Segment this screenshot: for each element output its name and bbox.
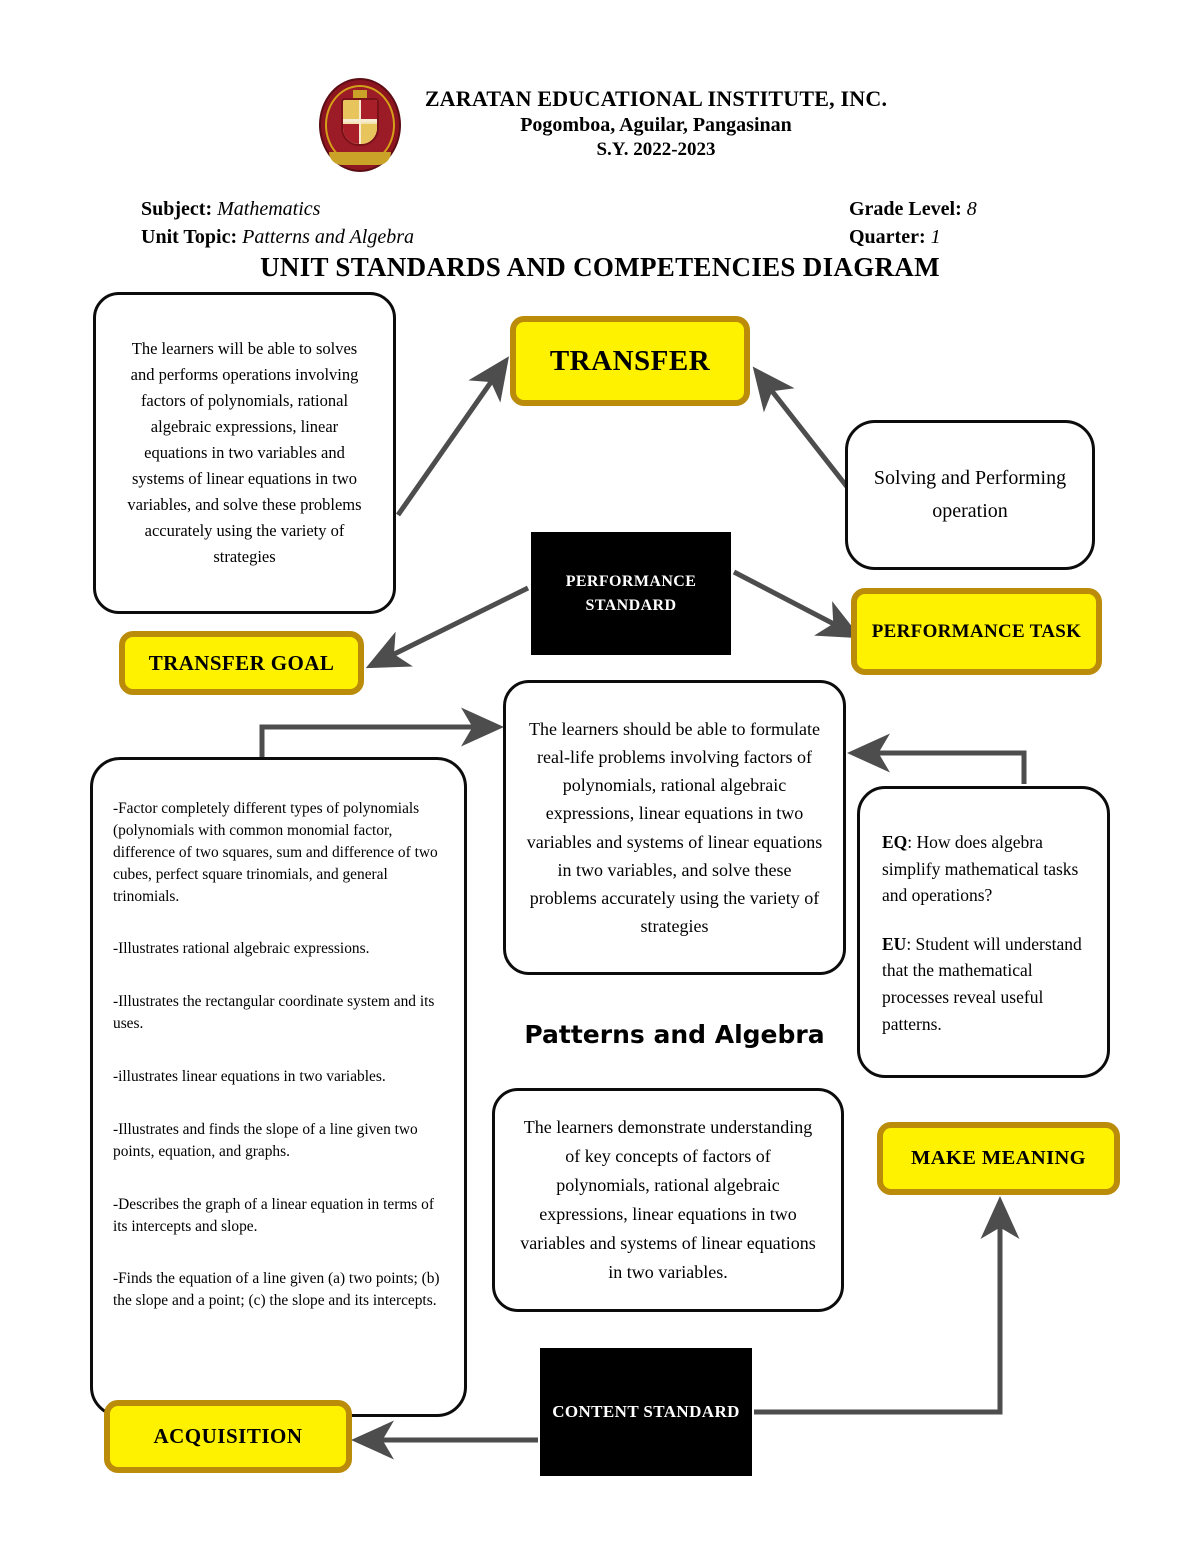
arrow-solving-to-transfer xyxy=(752,366,850,490)
make-meaning-label: MAKE MEANING xyxy=(910,1147,1087,1169)
transfer-goal-label: TRANSFER GOAL xyxy=(148,650,335,675)
meta-subject-label: Subject: xyxy=(141,198,213,220)
list-item: -Describes the graph of a linear equatio… xyxy=(113,1195,434,1235)
list-item: -Illustrates and finds the slope of a li… xyxy=(113,1120,418,1160)
meta-quarter-label: Quarter: xyxy=(849,226,926,248)
meta-unit-topic-label: Unit Topic: xyxy=(141,226,238,248)
solving-performing-text: Solving and Performing operation xyxy=(873,467,1067,522)
transfer-goal-badge[interactable]: TRANSFER GOAL xyxy=(119,631,364,695)
list-item: -Illustrates the rectangular coordinate … xyxy=(113,993,435,1033)
acquisition-badge[interactable]: ACQUISITION xyxy=(104,1400,352,1473)
content-standard-description-text: The learners should be able to formulate… xyxy=(526,719,823,936)
solving-performing-operation-box: Solving and Performing operation xyxy=(845,420,1095,570)
transfer-box[interactable]: TRANSFER xyxy=(510,316,750,406)
content-standard-badge-label: CONTENT STANDARD xyxy=(552,1402,740,1422)
meta-grade-level-label: Grade Level: xyxy=(849,198,962,220)
content-standard-body-box: The learners demonstrate understanding o… xyxy=(492,1088,844,1312)
school-year: S.Y. 2022-2023 xyxy=(596,139,716,161)
meta-unit-topic-value: Patterns and Algebra xyxy=(242,226,415,248)
meta-quarter: Quarter: 1 xyxy=(849,226,941,249)
competencies-list-box: -Factor completely different types of po… xyxy=(90,757,467,1417)
eq-text: : How does algebra simplify mathematical… xyxy=(882,832,1079,906)
meta-unit-topic: Unit Topic: Patterns and Algebra xyxy=(141,226,414,249)
meta-quarter-value: 1 xyxy=(930,226,941,248)
school-address: Pogomboa, Aguilar, Pangasinan xyxy=(520,113,792,136)
essential-question-understanding-box: EQ: How does algebra simplify mathematic… xyxy=(857,786,1110,1078)
eu-label: EU xyxy=(882,933,907,954)
eu-text: : Student will understand that the mathe… xyxy=(882,933,1082,1034)
school-name: ZARATAN EDUCATIONAL INSTITUTE, INC. xyxy=(424,86,888,111)
performance-task-label: PERFORMANCE TASK xyxy=(871,620,1082,642)
meta-subject-value: Mathematics xyxy=(217,198,321,220)
acquisition-label: ACQUISITION xyxy=(153,1424,303,1448)
performance-task-badge[interactable]: PERFORMANCE TASK xyxy=(851,588,1102,675)
patterns-and-algebra-title: Patterns and Algebra xyxy=(524,1020,825,1049)
document-header: ZARATAN EDUCATIONAL INSTITUTE, INC. Pogo… xyxy=(0,72,1200,176)
arrow-competencies-to-content xyxy=(259,707,505,760)
essential-question: EQ: How does algebra simplify mathematic… xyxy=(882,829,1085,909)
meta-subject: Subject: Mathematics xyxy=(141,198,320,221)
school-seal-icon xyxy=(313,76,409,176)
meta-grade-level: Grade Level: 8 xyxy=(849,198,977,221)
list-item: -Finds the equation of a line given (a) … xyxy=(113,1270,440,1310)
arrow-eqeu-to-content xyxy=(846,733,1027,784)
performance-standard-box[interactable]: PERFORMANCE STANDARD xyxy=(531,532,731,655)
arrow-perfstd-to-perftask xyxy=(732,569,862,639)
meta-grade-level-value: 8 xyxy=(966,198,977,220)
list-item: -Factor completely different types of po… xyxy=(113,800,438,905)
list-item: -illustrates linear equations in two var… xyxy=(113,1068,386,1085)
transfer-label: TRANSFER xyxy=(549,344,711,377)
content-standard-badge[interactable]: CONTENT STANDARD xyxy=(540,1348,752,1476)
arrow-desc-to-transfer xyxy=(395,356,510,517)
page-title: UNIT STANDARDS AND COMPETENCIES DIAGRAM xyxy=(260,252,940,282)
content-standard-body-text: The learners demonstrate understanding o… xyxy=(520,1116,816,1283)
eq-label: EQ xyxy=(882,832,908,852)
transfer-goal-description-box: The learners will be able to solves and … xyxy=(93,292,396,614)
make-meaning-badge[interactable]: MAKE MEANING xyxy=(877,1122,1120,1195)
list-item: -Illustrates rational algebraic expressi… xyxy=(113,940,370,958)
content-standard-description-box: The learners should be able to formulate… xyxy=(503,680,846,975)
performance-standard-label: PERFORMANCE STANDARD xyxy=(565,572,697,614)
transfer-goal-description-text: The learners will be able to solves and … xyxy=(127,338,362,567)
arrow-perfstd-to-transfergoal xyxy=(365,585,530,669)
essential-understanding: EU: Student will understand that the mat… xyxy=(882,931,1085,1037)
